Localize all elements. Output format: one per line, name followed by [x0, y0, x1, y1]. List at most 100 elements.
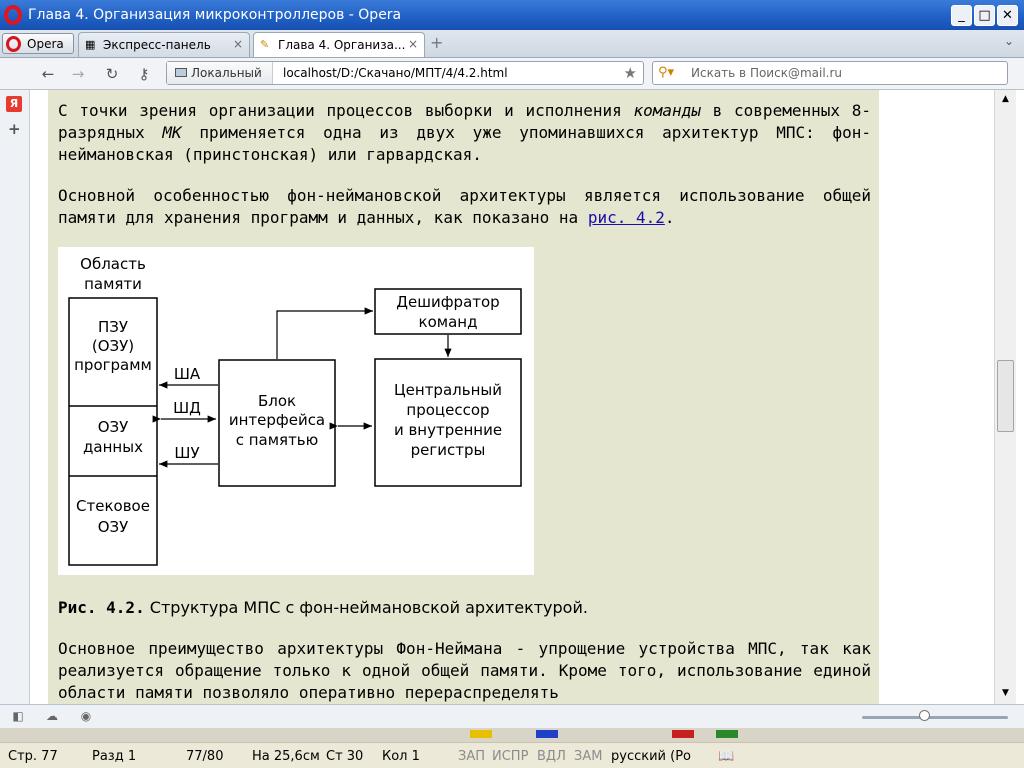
close-button[interactable]: ✕	[997, 5, 1018, 26]
turbo-icon[interactable]: ◉	[80, 709, 92, 723]
rom-label: (ОЗУ)	[92, 337, 134, 355]
opera-menu-button[interactable]: Opera	[2, 33, 74, 54]
article-column: С точки зрения организации процессов выб…	[48, 90, 879, 704]
grid-icon: ▦	[85, 38, 96, 51]
status-section: Разд 1	[92, 749, 137, 764]
status-overwrite[interactable]: ЗАМ	[574, 749, 603, 764]
tab-speed-dial[interactable]: ▦ Экспресс-панель ×	[78, 32, 250, 57]
panel-toggle-icon[interactable]: ◧	[12, 709, 24, 723]
data-bus-label: ШД	[173, 399, 201, 417]
data-ram-label: данных	[83, 438, 143, 456]
tab-close-icon[interactable]: ×	[232, 37, 243, 51]
minimize-button[interactable]: _	[951, 5, 972, 26]
address-bar[interactable]: Локальный localhost/D:/Скачано/МПТ/4/4.2…	[166, 61, 644, 85]
scroll-down-arrow-icon[interactable]: ▼	[997, 685, 1014, 702]
zoom-slider-track[interactable]	[862, 716, 1008, 719]
location-badge[interactable]: Локальный	[167, 62, 273, 84]
decoder-label: Дешифратор	[396, 293, 499, 311]
caption-label: Рис. 4.2.	[58, 598, 145, 617]
interface-label: Блок	[258, 392, 296, 410]
key-icon[interactable]: ⚷	[138, 65, 150, 83]
cpu-label: и внутренние	[394, 421, 502, 439]
side-panel: Я +	[0, 90, 30, 704]
monitor-icon	[175, 68, 187, 77]
maximize-button[interactable]: □	[974, 5, 995, 26]
status-track-changes[interactable]: ИСПР	[492, 749, 529, 764]
paragraph-advantage: Основное преимущество архитектуры Фон-Не…	[58, 639, 871, 702]
location-label: Локальный	[191, 66, 262, 80]
status-line: Ст 30	[326, 749, 364, 764]
vertical-scrollbar[interactable]: ▲ ▼	[994, 90, 1016, 704]
caption-text: Структура МПС с фон-неймановской архитек…	[144, 598, 588, 617]
zoom-slider-thumb[interactable]	[919, 710, 930, 721]
tab-bar: Opera ▦ Экспресс-панель × ✎ Глава 4. Орг…	[0, 30, 1024, 58]
status-extend[interactable]: ВДЛ	[537, 749, 566, 764]
taskbar-strip	[0, 728, 1024, 742]
address-bus-label: ША	[174, 365, 201, 383]
cpu-label: регистры	[411, 441, 486, 459]
status-record[interactable]: ЗАП	[458, 749, 486, 764]
color-swatch	[536, 730, 558, 738]
yandex-icon[interactable]: Я	[6, 96, 22, 112]
interface-label: с памятью	[236, 431, 319, 449]
back-arrow-icon[interactable]: ←	[41, 65, 55, 83]
page-icon: ✎	[260, 38, 270, 51]
decoder-label: команд	[419, 313, 478, 331]
memory-column-box	[68, 297, 158, 566]
figure-4-2-diagram: Область памяти ПЗУ (ОЗУ) программ ОЗУ да…	[58, 247, 534, 575]
stack-ram-label: Стековое	[76, 497, 150, 515]
status-language[interactable]: русский (Ро	[611, 749, 691, 764]
search-placeholder: Искать в Поиск@mail.ru	[691, 66, 843, 80]
cpu-box	[374, 358, 522, 487]
window-title: Глава 4. Организация микроконтроллеров -…	[28, 7, 402, 23]
opera-logo-icon	[6, 36, 21, 52]
tab-close-icon[interactable]: ×	[407, 37, 418, 51]
search-engine-icon[interactable]: ⚲▾	[658, 65, 675, 80]
tab-list-chevron-icon[interactable]: ⌄	[1003, 34, 1014, 48]
page-viewport: С точки зрения организации процессов выб…	[31, 90, 994, 704]
navigation-bar: ← → ↻ ⚷ Локальный localhost/D:/Скачано/М…	[0, 58, 1024, 90]
cpu-label: Центральный	[394, 381, 502, 399]
control-bus-label: ШУ	[174, 444, 199, 462]
rom-label: ПЗУ	[98, 318, 128, 336]
status-position: На 25,6см	[252, 749, 320, 764]
stack-ram-label: ОЗУ	[98, 518, 129, 536]
url-text[interactable]: localhost/D:/Скачано/МПТ/4/4.2.html	[283, 66, 508, 80]
browser-status-bar: ◧ ☁ ◉	[0, 704, 1024, 728]
color-swatch	[672, 730, 694, 738]
rom-label: программ	[74, 356, 152, 374]
color-swatch	[470, 730, 492, 738]
opera-unite-cloud-icon[interactable]: ☁	[46, 709, 58, 723]
word-status-bar: Стр. 77 Разд 1 77/80 На 25,6см Ст 30 Кол…	[0, 742, 1024, 768]
add-panel-icon[interactable]: +	[8, 120, 21, 138]
new-tab-button[interactable]: +	[430, 33, 444, 52]
search-input[interactable]: ⚲▾ Искать в Поиск@mail.ru	[652, 61, 1008, 85]
tab-label: Экспресс-панель	[103, 38, 211, 52]
paragraph-architectures: С точки зрения организации процессов выб…	[58, 101, 872, 164]
forward-arrow-icon[interactable]: →	[71, 65, 85, 83]
term-command: команды	[633, 101, 701, 120]
opera-logo-icon	[4, 5, 22, 25]
status-pages: 77/80	[186, 749, 224, 764]
interface-label: интерфейса	[229, 411, 325, 429]
paragraph-von-neumann: Основной особенностью фон-неймановской а…	[58, 186, 871, 227]
opera-menu-label: Opera	[27, 37, 64, 51]
memory-area-label: Область	[80, 255, 146, 273]
tab-label: Глава 4. Организа...	[278, 38, 406, 52]
tab-chapter-4[interactable]: ✎ Глава 4. Организа... ×	[253, 32, 425, 57]
figure-link[interactable]: рис. 4.2	[587, 208, 665, 227]
cpu-label: процессор	[406, 401, 489, 419]
status-page: Стр. 77	[8, 749, 58, 764]
bookmark-star-icon[interactable]: ★	[623, 64, 637, 82]
decoder-box	[374, 288, 522, 335]
status-column: Кол 1	[382, 749, 420, 764]
title-bar: Глава 4. Организация микроконтроллеров -…	[0, 0, 1024, 30]
memory-area-label: памяти	[84, 275, 142, 293]
scroll-up-arrow-icon[interactable]: ▲	[997, 91, 1014, 108]
color-swatch	[716, 730, 738, 738]
reload-icon[interactable]: ↻	[105, 65, 119, 83]
interface-to-decoder-arrow	[276, 307, 373, 359]
figure-caption: Рис. 4.2. Структура МПС с фон-неймановск…	[58, 598, 588, 617]
spelling-book-icon[interactable]: 📖	[718, 749, 735, 764]
scroll-thumb[interactable]	[997, 360, 1014, 432]
